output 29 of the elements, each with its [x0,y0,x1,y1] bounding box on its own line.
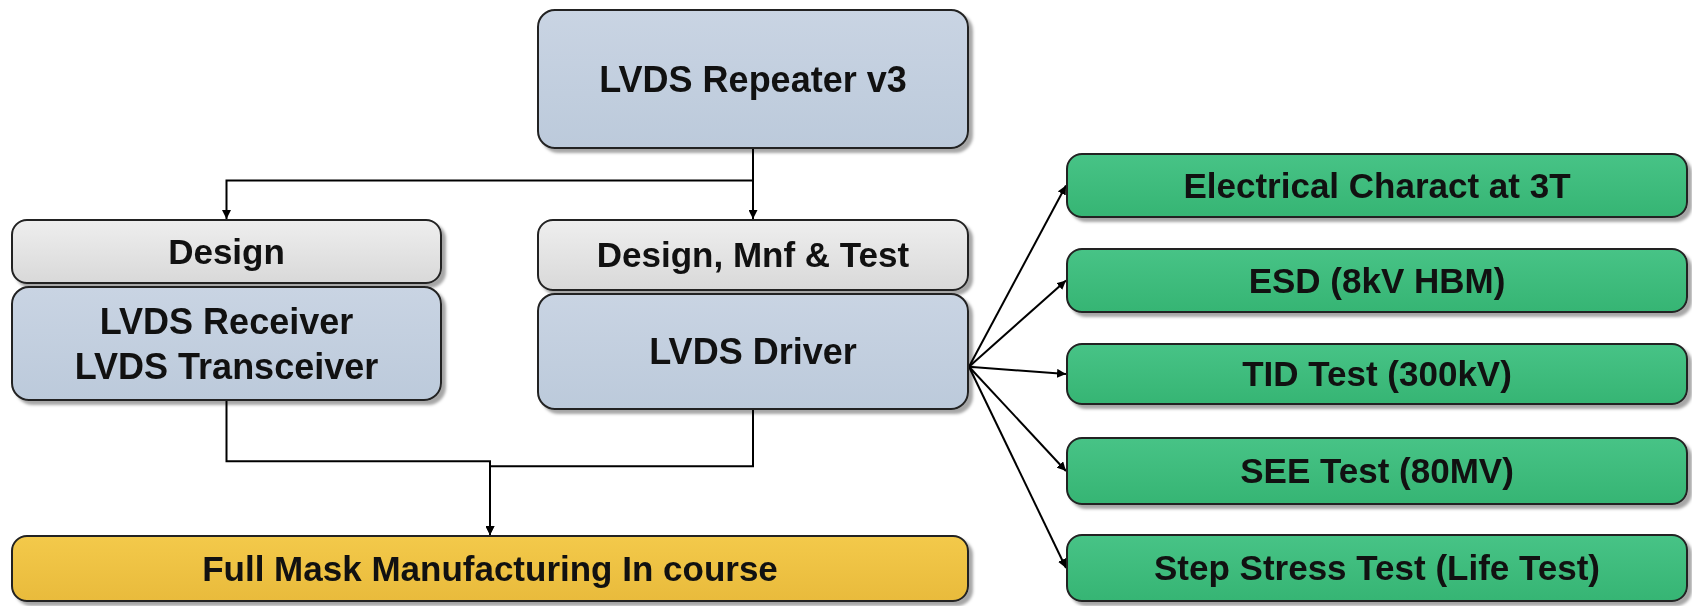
arrow [485,409,754,536]
arrow [748,148,758,220]
node-label: Design [168,230,285,273]
node-label: LVDS Driver [649,330,857,374]
node-label: ESD (8kV HBM) [1248,259,1506,302]
node-label: LVDS Receiver [99,299,354,344]
arrow [968,365,1067,472]
node-label: Step Stress Test (Life Test) [1154,547,1600,590]
node-label: Electrical Charact at 3T [1183,164,1571,207]
arrow [968,279,1067,368]
test-box [1066,248,1688,313]
node-label: Full Mask Manufacturing In course [202,547,778,590]
test-box [1066,343,1688,405]
node-label: TID Test (300kV) [1242,353,1512,396]
arrow [968,184,1067,368]
test-box [1066,437,1688,505]
arrow [968,365,1067,378]
node-label: LVDS Repeater v3 [599,57,907,102]
process-box [537,293,969,410]
node-label: SEE Test (80MV) [1240,450,1514,493]
header-box [11,219,442,284]
test-box [1066,534,1688,602]
process-box [11,286,442,401]
test-box [1066,153,1688,218]
node-label: Design, Mnf & Test [596,234,910,277]
node-label: LVDS Transceiver [74,344,379,389]
process-box [537,9,969,149]
header-box [537,219,969,291]
status-bar [11,535,969,602]
